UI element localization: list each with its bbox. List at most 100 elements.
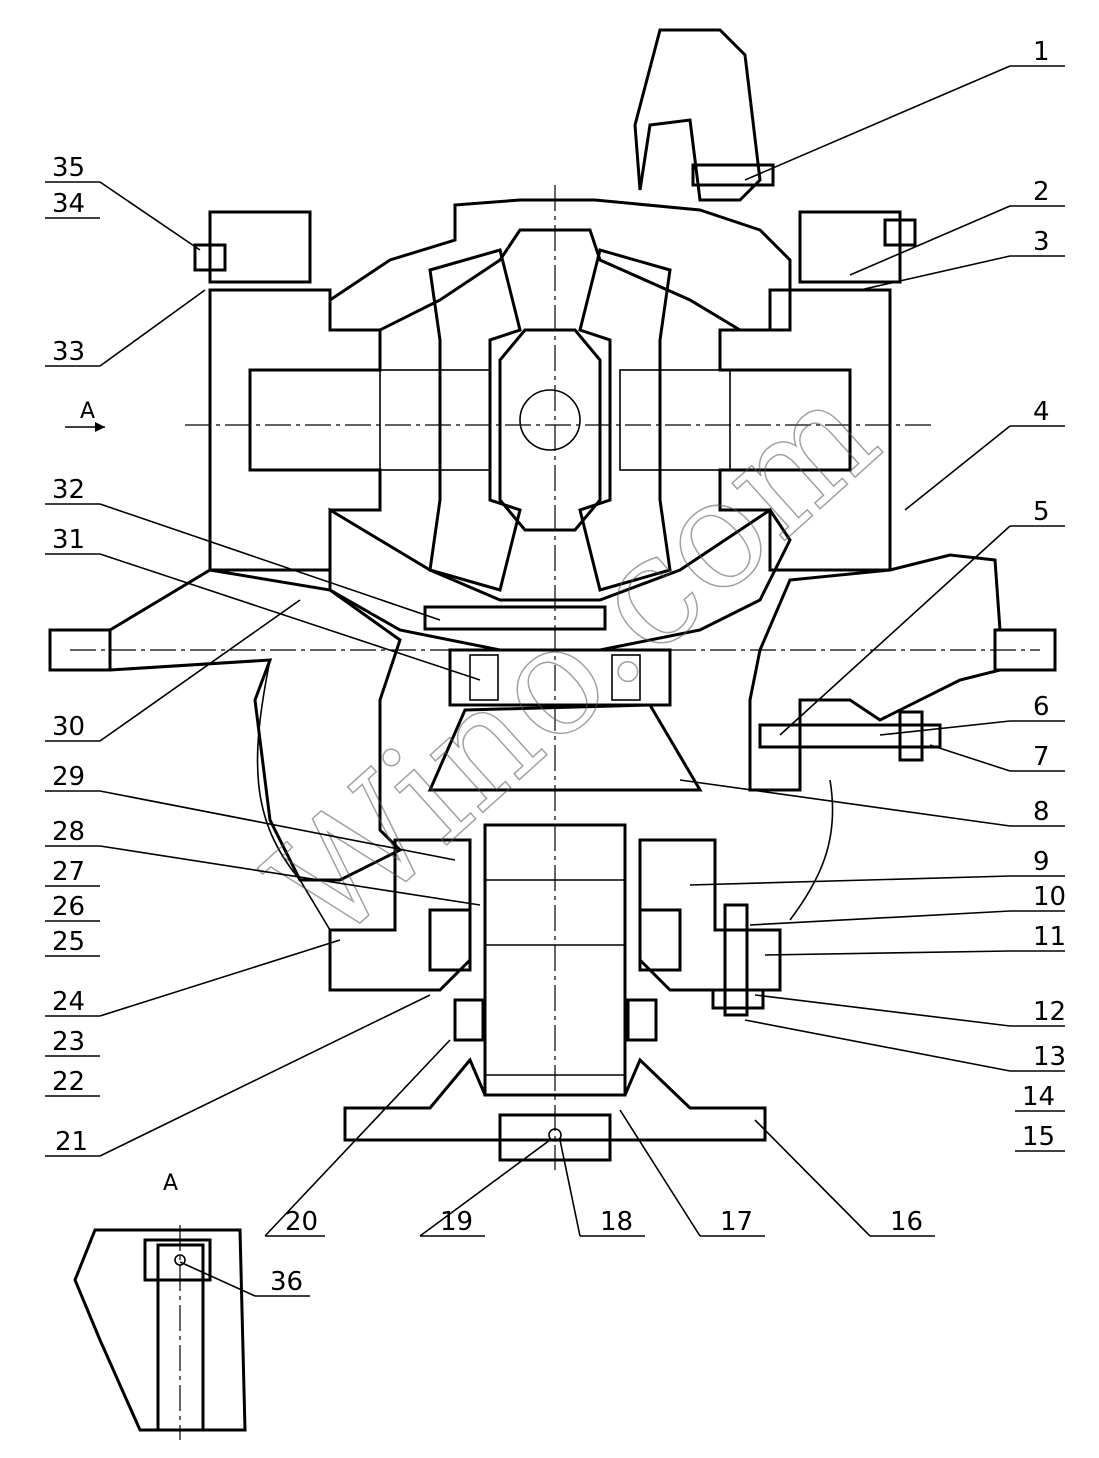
callout-leader — [419, 1139, 551, 1237]
callout-3: 3 — [859, 227, 1065, 291]
lock-plate-right — [883, 218, 917, 247]
callout-2: 2 — [849, 177, 1065, 276]
bolt-right — [758, 723, 942, 749]
callout-leader — [99, 845, 481, 906]
callout-number: 2 — [1033, 177, 1050, 207]
callout-number: 6 — [1033, 692, 1050, 722]
callout-leader — [99, 599, 301, 742]
spider-gear — [498, 328, 602, 532]
lock-plate-left — [193, 243, 227, 272]
left-side-gear — [428, 248, 522, 592]
callout-leader — [754, 1119, 871, 1237]
pinion-bearing-left — [428, 908, 472, 972]
callout-15: 15 — [1015, 1122, 1065, 1152]
callout-number: 28 — [52, 817, 85, 847]
right-axle-bore — [619, 369, 731, 471]
callout-4: 4 — [904, 397, 1065, 511]
callout-23: 23 — [45, 1027, 100, 1057]
housing-shell-left — [256, 659, 331, 931]
ring-gear-bolt-right — [611, 654, 641, 701]
callout-number: 16 — [890, 1207, 923, 1237]
callout-leader — [99, 181, 201, 251]
callout-leader — [99, 553, 481, 681]
drive-pinion — [427, 703, 703, 792]
callout-31: 31 — [45, 525, 481, 681]
callout-number: 33 — [52, 337, 85, 367]
callout-25: 25 — [45, 927, 100, 957]
bolt-right-nut — [898, 710, 924, 762]
pinion-bearing-housing — [328, 838, 472, 992]
callout-17: 17 — [619, 1109, 765, 1237]
callout-number: 1 — [1033, 37, 1050, 67]
callout-number: 21 — [55, 1127, 88, 1157]
callout-22: 22 — [45, 1067, 100, 1097]
callout-leader — [754, 994, 1011, 1027]
callout-32: 32 — [45, 475, 441, 621]
assembly-body — [48, 28, 1057, 1170]
callout-number: 32 — [52, 475, 85, 505]
callout-8: 8 — [679, 779, 1065, 827]
callout-number: 34 — [52, 189, 85, 219]
callout-number: 35 — [52, 153, 85, 183]
bolt-lower — [723, 903, 749, 1017]
view-arrow-label: A — [80, 399, 95, 424]
callout-13: 13 — [744, 1019, 1066, 1072]
callout-leader — [859, 255, 1011, 291]
callout-leader — [689, 875, 1011, 886]
section-a-body — [73, 1228, 247, 1432]
left-axle-bore — [379, 369, 491, 471]
callout-12: 12 — [754, 994, 1066, 1027]
callout-number: 18 — [600, 1207, 633, 1237]
bolt-top — [691, 163, 775, 187]
callout-leader — [764, 950, 1011, 956]
callout-18: 18 — [559, 1139, 645, 1237]
callout-number: 13 — [1033, 1042, 1066, 1072]
oil-seal-left — [453, 998, 485, 1042]
differential-carrier — [328, 507, 792, 652]
callout-number: 8 — [1033, 797, 1050, 827]
callout-number: 26 — [52, 892, 85, 922]
callout-leader — [619, 1109, 701, 1237]
callout-number: 19 — [440, 1207, 473, 1237]
callout-leader — [179, 1261, 256, 1297]
upper-housing — [328, 198, 792, 332]
callout-10: 10 — [749, 882, 1066, 926]
output-flange — [343, 1057, 767, 1142]
callout-34: 34 — [45, 189, 100, 219]
section-a-nut — [143, 1238, 212, 1282]
callout-26: 26 — [45, 892, 100, 922]
oil-seal-right — [626, 998, 658, 1042]
callout-19: 19 — [419, 1139, 551, 1237]
upper-bracket — [633, 28, 762, 202]
callout-leader — [99, 994, 431, 1157]
view-arrow-a: A — [65, 399, 105, 432]
callout-20: 20 — [264, 1039, 451, 1237]
housing-shell-right — [789, 779, 834, 921]
callout-leader — [929, 744, 1011, 772]
bolt-center — [423, 605, 607, 631]
callout-number: 36 — [270, 1267, 303, 1297]
right-hub — [718, 288, 892, 572]
callout-number: 3 — [1033, 227, 1050, 257]
callout-leader — [849, 205, 1011, 276]
callout-number: 5 — [1033, 497, 1050, 527]
pinion-bearing-housing-right — [638, 838, 782, 992]
callout-29: 29 — [45, 762, 456, 861]
callout-leader — [779, 525, 1011, 736]
callout-number: 17 — [720, 1207, 753, 1237]
callout-number: 25 — [52, 927, 85, 957]
callout-leader — [744, 65, 1011, 181]
callout-number: 27 — [52, 857, 85, 887]
callout-24: 24 — [45, 939, 341, 1017]
callout-leader — [749, 910, 1011, 926]
callout-number: 30 — [52, 712, 85, 742]
callout-5: 5 — [779, 497, 1065, 736]
callout-labels: 1234567891011121314151617181920212223242… — [45, 37, 1066, 1297]
callout-1: 1 — [744, 37, 1065, 181]
callout-number: 12 — [1033, 997, 1066, 1027]
callout-number: 10 — [1033, 882, 1066, 912]
callout-number: 14 — [1022, 1082, 1055, 1112]
callout-leader — [99, 790, 456, 861]
callout-leader — [264, 1039, 451, 1237]
callout-6: 6 — [879, 692, 1065, 736]
